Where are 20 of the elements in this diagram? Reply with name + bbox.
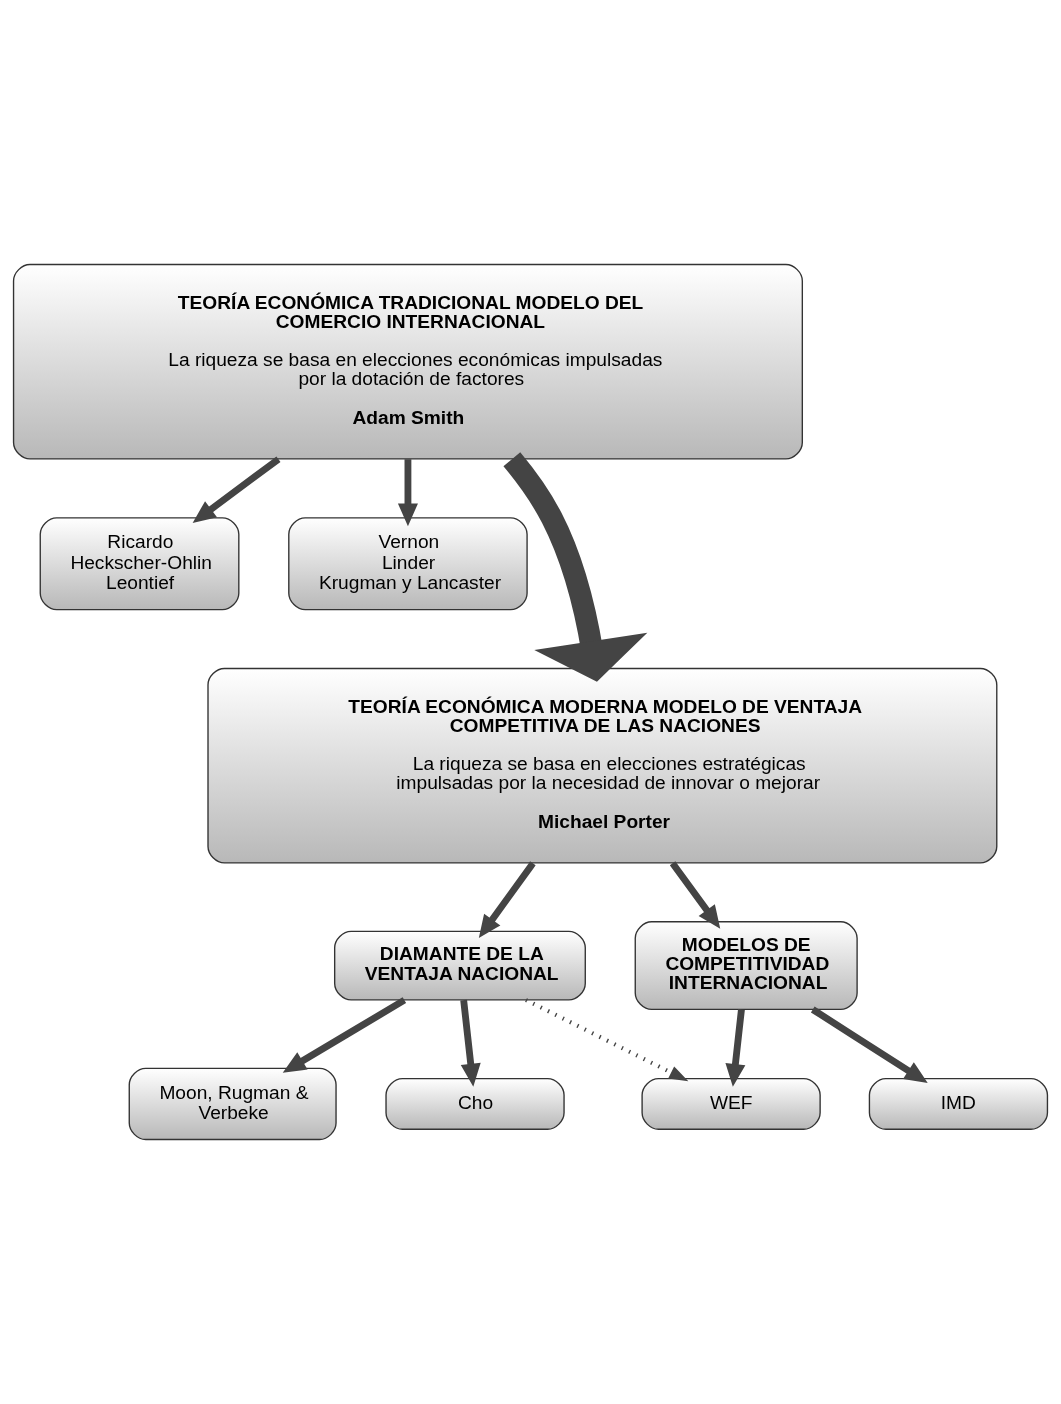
arrow: [460, 999, 481, 1087]
arrow: [282, 997, 407, 1073]
arrow: [192, 456, 281, 523]
arrow: [669, 861, 721, 929]
node-box: Vernon Linder Krugman y Lancaster: [288, 517, 528, 611]
arrow: [525, 998, 689, 1082]
node-box: TEORÍA ECONÓMICA MODERNA MODELO DE VENTAJA COMPETITIVA DE LAS NACIONES La riqueza se basa en elecciones estratégicas impulsadas por la necesidad de innovar o mejorar Michael Porter: [207, 667, 998, 864]
node-box: TEORÍA ECONÓMICA TRADICIONAL MODELO DEL COMERCIO INTERNACIONAL La riqueza se basa en elecciones económicas impulsadas por la dotación de factores Adam Smith: [12, 263, 803, 460]
node-box: Moon, Rugman & Verbeke: [128, 1067, 337, 1141]
node-box: MODELOS DE COMPETITIVIDAD INTERNACIONAL: [634, 921, 858, 1011]
arrow: [478, 861, 536, 939]
node-box: IMD: [868, 1077, 1049, 1130]
node-box: DIAMANTE DE LA VENTAJA NACIONAL: [334, 930, 586, 1001]
arrow: [503, 452, 648, 682]
node-box: Ricardo Heckscher-Ohlin Leontief: [39, 517, 240, 611]
arrow: [725, 1009, 746, 1087]
node-box: WEF: [641, 1077, 821, 1130]
node-box: Cho: [385, 1077, 565, 1130]
arrow: [810, 1006, 928, 1083]
arrow: [397, 459, 418, 527]
